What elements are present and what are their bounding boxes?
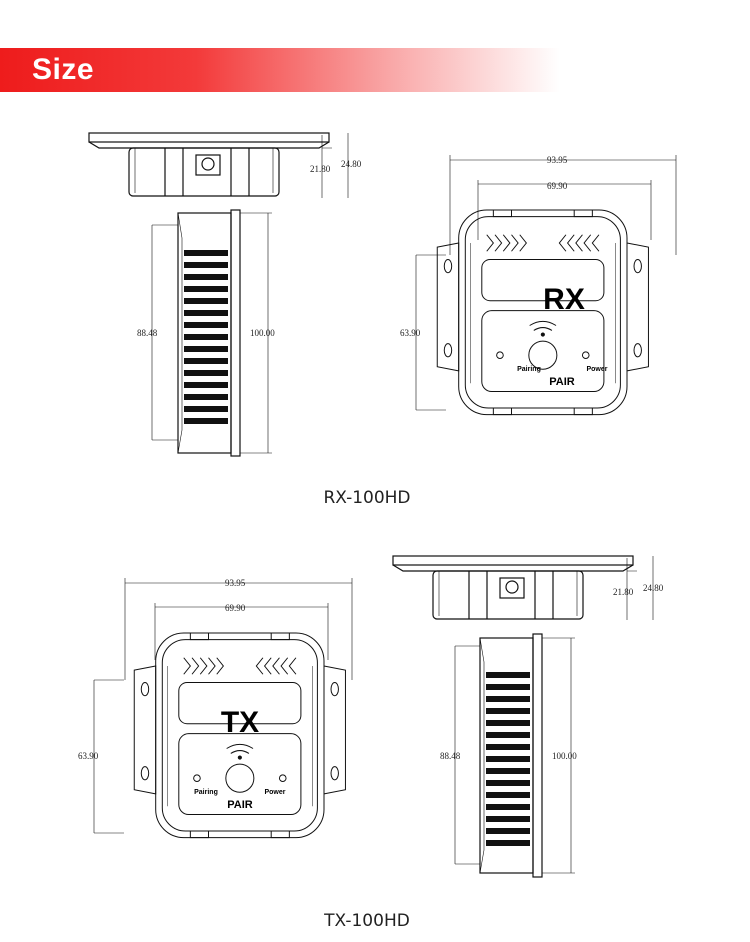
tx-model-caption: TX-100HD [323, 911, 410, 931]
heat-sink-rib [486, 720, 530, 726]
tx-height: 63.90 [78, 751, 99, 761]
heat-sink-rib [486, 684, 530, 690]
heat-sink-rib [184, 346, 228, 352]
heat-sink-rib [486, 696, 530, 702]
heat-sink-rib [184, 274, 228, 280]
rx-side-height: 21.80 [310, 164, 331, 174]
heat-sink-rib [486, 744, 530, 750]
section-banner: Size [0, 48, 560, 92]
tx-inner-width: 69.90 [225, 603, 246, 613]
rx-overall-width: 93.95 [547, 155, 568, 165]
rx-device-label: RX [543, 283, 585, 316]
rx-height: 63.90 [400, 328, 421, 338]
heat-sink-rib [184, 322, 228, 328]
heat-sink-rib [486, 672, 530, 678]
rx-power-label: Power [586, 366, 607, 373]
tx-power-label: Power [264, 789, 285, 796]
heat-sink-rib [184, 358, 228, 364]
tx-pairing-label: Pairing [194, 789, 218, 796]
heat-sink-rib [486, 828, 530, 834]
heat-sink-rib [184, 286, 228, 292]
tx-length-total: 100.00 [552, 751, 577, 761]
heat-sink-rib [486, 816, 530, 822]
heat-sink-rib [184, 394, 228, 400]
section-title: Size [32, 53, 95, 86]
heat-sink-rib [184, 406, 228, 412]
rx-top-view [88, 132, 330, 197]
rx-inner-width: 69.90 [547, 181, 568, 191]
rx-side-height-total: 24.80 [341, 159, 362, 169]
heat-sink-rib [486, 732, 530, 738]
heat-sink-rib [184, 310, 228, 316]
heat-sink-rib [486, 780, 530, 786]
heat-sink-rib [184, 298, 228, 304]
tx-side-height: 21.80 [613, 587, 634, 597]
tx-length: 88.48 [440, 751, 461, 761]
rx-length-total: 100.00 [250, 328, 275, 338]
heat-sink-rib [184, 250, 228, 256]
heat-sink-rib [486, 792, 530, 798]
heat-sink-rib [184, 382, 228, 388]
heat-sink-rib [486, 708, 530, 714]
heat-sink-rib [184, 418, 228, 424]
tx-dimension-lines [93, 556, 654, 874]
rx-pairing-label: Pairing [517, 366, 541, 373]
rx-pair-button-label: PAIR [549, 376, 575, 388]
heat-sink-rib [486, 756, 530, 762]
heat-sink-rib [184, 262, 228, 268]
rx-model-caption: RX-100HD [323, 488, 410, 508]
rx-length: 88.48 [137, 328, 158, 338]
tx-overall-width: 93.95 [225, 578, 246, 588]
rx-dimension-lines [151, 133, 677, 454]
tx-side-height-total: 24.80 [643, 583, 664, 593]
tx-pair-button-label: PAIR [227, 799, 253, 811]
rx-side-view [177, 209, 241, 457]
heat-sink-rib [184, 334, 228, 340]
tx-device-label: TX [221, 706, 259, 739]
tx-top-view [392, 555, 634, 620]
tx-side-view [479, 633, 543, 878]
heat-sink-rib [486, 804, 530, 810]
heat-sink-rib [184, 370, 228, 376]
heat-sink-rib [486, 840, 530, 846]
heat-sink-rib [486, 768, 530, 774]
